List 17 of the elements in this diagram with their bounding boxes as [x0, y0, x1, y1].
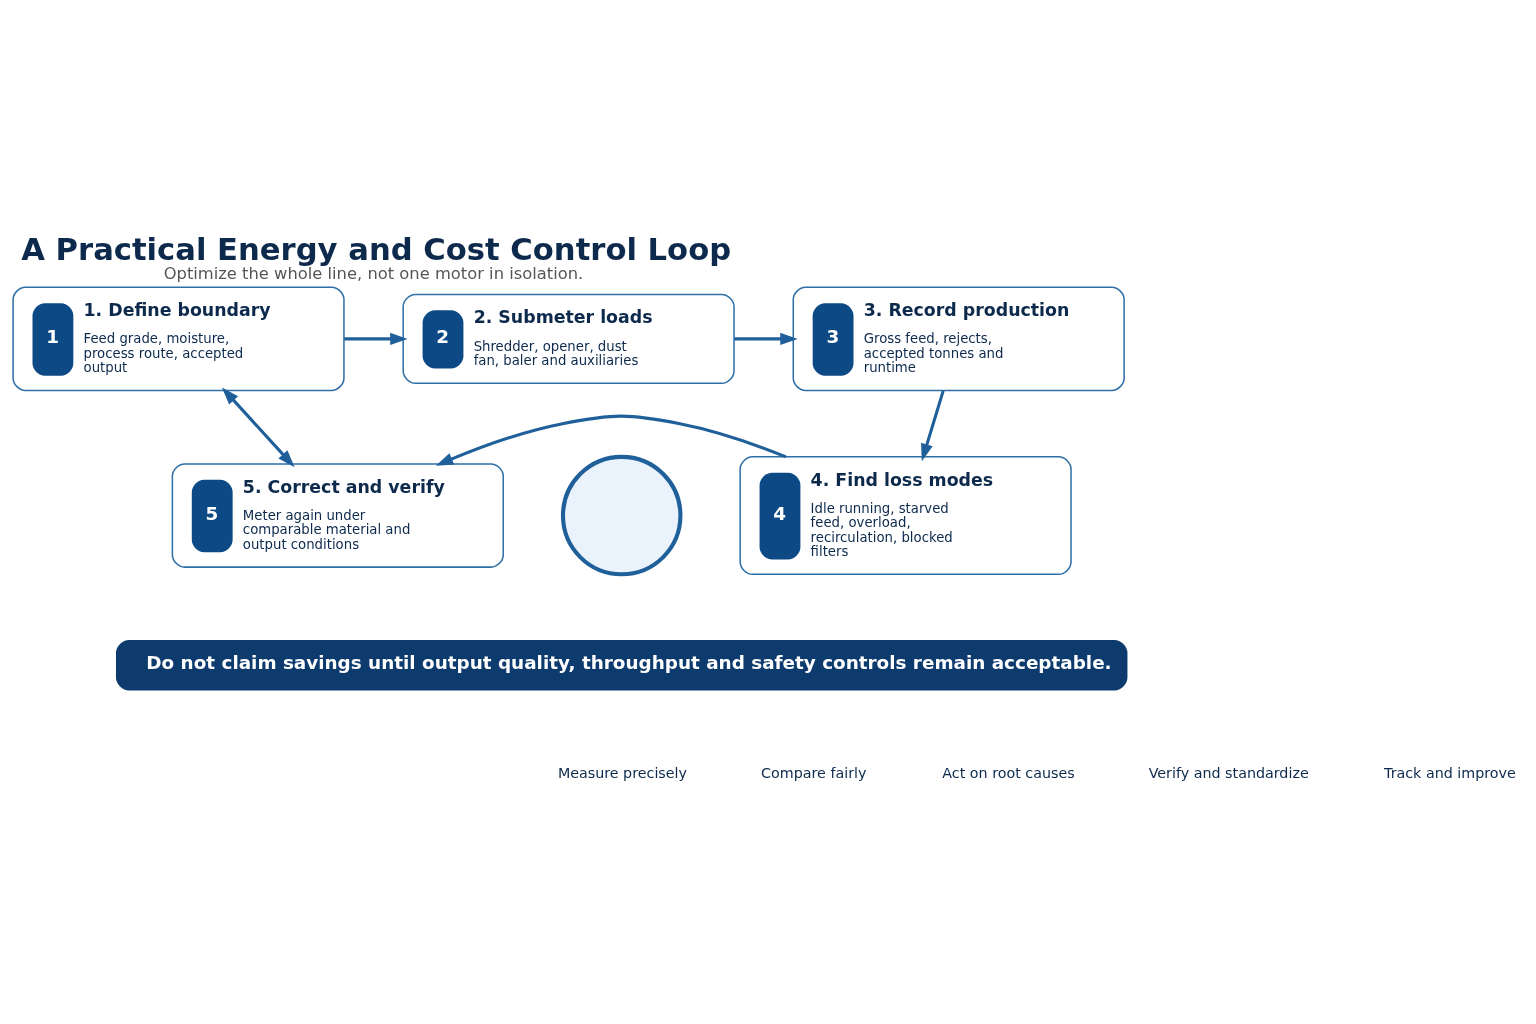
arrow [920, 389, 945, 461]
arrow [221, 386, 295, 467]
label: Compare fairly [760, 764, 866, 781]
label: Measure precisely [557, 764, 687, 781]
label: Track and improve [1383, 764, 1516, 781]
node-box: 1 1. Define boundary Feed grade, moisture, process route, accepted output [11, 286, 345, 391]
arrow [733, 332, 798, 345]
node-box: Do not claim savings until output quality, throughput and safety controls remain acceptable. [115, 639, 1127, 690]
node-box: 3 3. Record production Gross feed, rejects, accepted tonnes and runtime [792, 286, 1125, 391]
label: Act on root causes [941, 764, 1075, 781]
node-box: 4 4. Find loss modes Idle running, starved feed, overload, recirculation, blocked filters [738, 455, 1072, 575]
arrow [435, 414, 786, 466]
arrow [343, 332, 408, 345]
node-circle [560, 454, 682, 576]
label: Verify and standardize [1148, 764, 1309, 781]
node-box: 5 5. Correct and verify Meter again under comparable material and output conditions [171, 462, 504, 568]
node-box: 2 2. Submeter loads Shredder, opener, dust fan, baler and auxiliaries [401, 293, 735, 384]
